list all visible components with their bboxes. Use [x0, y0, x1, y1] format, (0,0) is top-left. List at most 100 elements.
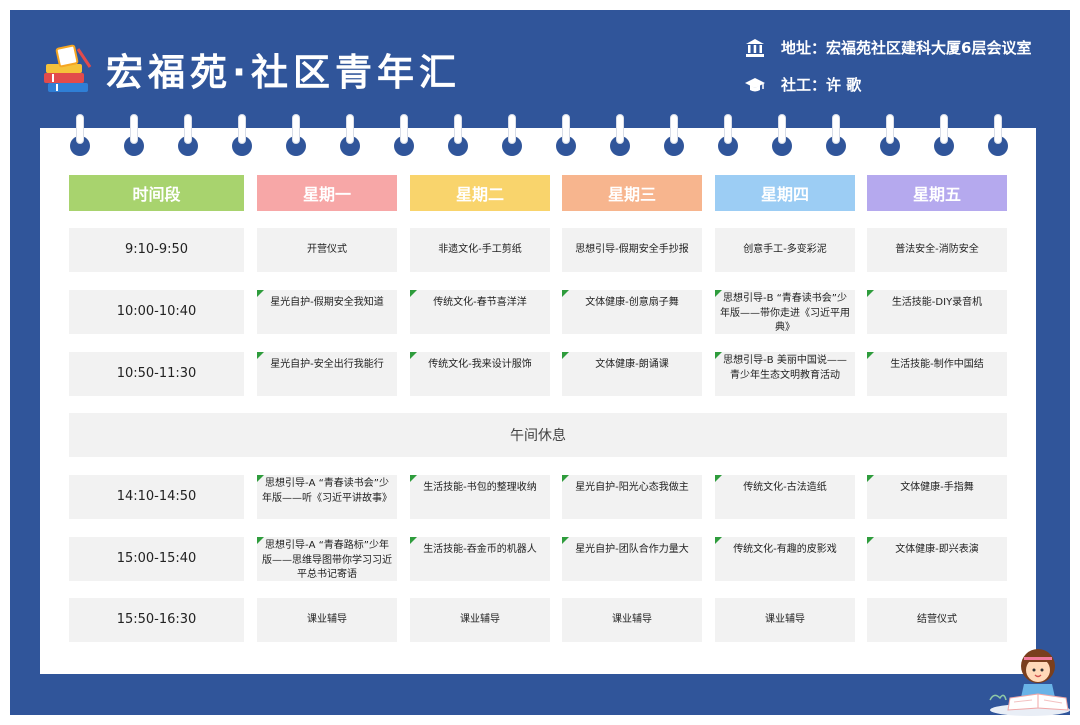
title-block: 宏福苑·社区青年汇: [40, 42, 461, 96]
binding-ring: [502, 114, 522, 156]
social-worker-line: 社工：许 歌: [745, 74, 861, 95]
corner-mark: [562, 475, 569, 482]
address-text: 地址：宏福苑社区建科大厦6层会议室: [781, 39, 1032, 57]
corner-mark: [410, 475, 417, 482]
schedule-cell: 文体健康-创意扇子舞: [562, 290, 702, 334]
schedule-cell-text: 文体健康-即兴表演: [895, 544, 979, 555]
schedule-cell: 星光自护-安全出行我能行: [257, 352, 397, 396]
time-cell: 10:00-10:40: [69, 290, 244, 334]
binding-ring: [232, 114, 252, 156]
corner-mark: [257, 352, 264, 359]
schedule-cell: 星光自护-阳光心态我做主: [562, 475, 702, 519]
corner-mark: [867, 475, 874, 482]
schedule-cell-text: 生活技能-书包的整理收纳: [423, 482, 537, 493]
schedule-cell: 文体健康-朗诵课: [562, 352, 702, 396]
binding-ring: [664, 114, 684, 156]
schedule-cell: 创意手工-多变彩泥: [715, 228, 855, 272]
header-friday: 星期五: [867, 175, 1007, 211]
schedule-cell: 生活技能-书包的整理收纳: [410, 475, 550, 519]
schedule-cell-text: 传统文化-有趣的皮影戏: [733, 544, 837, 555]
corner-mark: [410, 290, 417, 297]
corner-mark: [867, 352, 874, 359]
page-title: 宏福苑·社区青年汇: [106, 51, 462, 94]
schedule-cell: 课业辅导: [562, 598, 702, 642]
corner-mark: [715, 290, 722, 297]
corner-mark: [257, 290, 264, 297]
schedule-cell: 思想引导-A “青春读书会”少年版——听《习近平讲故事》: [257, 475, 397, 519]
lunch-break-row: 午间休息: [69, 413, 1007, 457]
schedule-cell: 传统文化-古法造纸: [715, 475, 855, 519]
schedule-cell: 普法安全-消防安全: [867, 228, 1007, 272]
calendar-card: [40, 128, 1036, 674]
schedule-cell: 生活技能-DIY录音机: [867, 290, 1007, 334]
schedule-cell: 结营仪式: [867, 598, 1007, 642]
schedule-cell: 思想引导-假期安全手抄报: [562, 228, 702, 272]
schedule-cell: 思想引导-B “青春读书会”少年版——带你走进《习近平用典》: [715, 290, 855, 334]
schedule-cell-text: 星光自护-假期安全我知道: [270, 297, 384, 308]
schedule-cell-text: 文体健康-创意扇子舞: [585, 297, 679, 308]
header-time: 时间段: [69, 175, 244, 211]
corner-mark: [257, 537, 264, 544]
binding-ring: [178, 114, 198, 156]
binding-ring: [70, 114, 90, 156]
schedule-cell-text: 思想引导-A “青春路标”少年版——思维导图带你学习习近平总书记寄语: [262, 540, 392, 580]
schedule-cell: 开营仪式: [257, 228, 397, 272]
binding-ring: [124, 114, 144, 156]
binding-ring: [610, 114, 630, 156]
binding-ring: [340, 114, 360, 156]
corner-mark: [257, 475, 264, 482]
binding-ring: [988, 114, 1008, 156]
binding-ring: [448, 114, 468, 156]
schedule-cell-text: 星光自护-安全出行我能行: [270, 359, 384, 370]
schedule-cell-text: 思想引导-B 美丽中国说——青少年生态文明教育活动: [723, 355, 847, 381]
header-thursday: 星期四: [715, 175, 855, 211]
schedule-cell-text: 文体健康-手指舞: [900, 482, 974, 493]
binding-ring: [286, 114, 306, 156]
binding-ring: [394, 114, 414, 156]
time-cell: 10:50-11:30: [69, 352, 244, 396]
schedule-cell: 非遗文化-手工剪纸: [410, 228, 550, 272]
time-cell: 15:00-15:40: [69, 537, 244, 581]
building-icon: [745, 38, 765, 58]
corner-mark: [867, 537, 874, 544]
schedule-cell: 课业辅导: [257, 598, 397, 642]
schedule-cell-text: 生活技能-制作中国结: [890, 359, 984, 370]
binding-ring: [772, 114, 792, 156]
corner-mark: [562, 537, 569, 544]
time-cell: 15:50-16:30: [69, 598, 244, 642]
corner-mark: [715, 352, 722, 359]
schedule-cell-text: 星光自护-团队合作力量大: [575, 544, 689, 555]
schedule-cell-text: 思想引导-B “青春读书会”少年版——带你走进《习近平用典》: [720, 293, 850, 333]
schedule-cell: 传统文化-我来设计服饰: [410, 352, 550, 396]
schedule-cell-text: 生活技能-DIY录音机: [891, 297, 983, 308]
schedule-cell-text: 生活技能-吞金币的机器人: [423, 544, 537, 555]
time-cell: 14:10-14:50: [69, 475, 244, 519]
schedule-cell: 星光自护-假期安全我知道: [257, 290, 397, 334]
corner-mark: [562, 352, 569, 359]
graduation-cap-icon: [745, 75, 765, 95]
corner-mark: [867, 290, 874, 297]
books-icon: [40, 43, 96, 95]
binding-ring: [556, 114, 576, 156]
schedule-cell: 课业辅导: [410, 598, 550, 642]
corner-mark: [715, 537, 722, 544]
schedule-cell: 思想引导-A “青春路标”少年版——思维导图带你学习习近平总书记寄语: [257, 537, 397, 581]
address-line: 地址：宏福苑社区建科大厦6层会议室: [745, 37, 1031, 58]
schedule-cell-text: 传统文化-春节喜洋洋: [433, 297, 527, 308]
binding-ring: [826, 114, 846, 156]
schedule-cell-text: 思想引导-A “青春读书会”少年版——听《习近平讲故事》: [262, 478, 392, 504]
binding-ring: [934, 114, 954, 156]
schedule-cell-text: 文体健康-朗诵课: [595, 359, 669, 370]
schedule-cell: 传统文化-有趣的皮影戏: [715, 537, 855, 581]
header-tuesday: 星期二: [410, 175, 550, 211]
header-wednesday: 星期三: [562, 175, 702, 211]
schedule-cell: 生活技能-吞金币的机器人: [410, 537, 550, 581]
schedule-cell-text: 星光自护-阳光心态我做主: [575, 482, 689, 493]
binding-ring: [718, 114, 738, 156]
corner-mark: [715, 475, 722, 482]
corner-mark: [562, 290, 569, 297]
schedule-cell: 传统文化-春节喜洋洋: [410, 290, 550, 334]
schedule-cell: 生活技能-制作中国结: [867, 352, 1007, 396]
schedule-cell: 思想引导-B 美丽中国说——青少年生态文明教育活动: [715, 352, 855, 396]
schedule-cell: 文体健康-即兴表演: [867, 537, 1007, 581]
